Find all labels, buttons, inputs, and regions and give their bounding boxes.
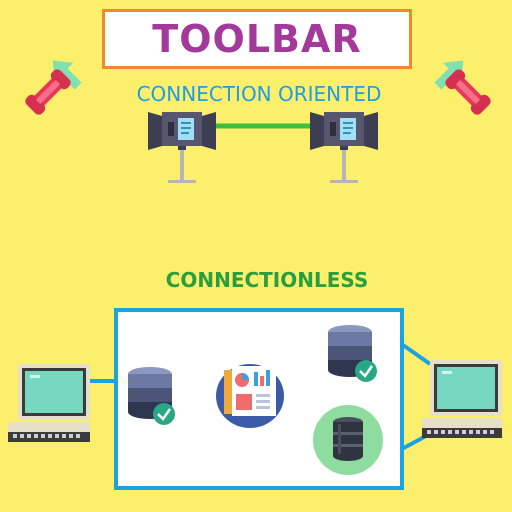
computer-left-icon bbox=[8, 364, 90, 442]
link-right-bottom bbox=[399, 434, 427, 452]
oil-barrel-icon bbox=[313, 405, 383, 475]
report-icon bbox=[216, 364, 284, 428]
phone-booth-left-icon bbox=[148, 112, 216, 183]
connection-oriented-label: CONNECTION ORIENTED bbox=[136, 82, 382, 106]
phone-right-icon bbox=[434, 60, 491, 115]
title-box: TOOLBAR bbox=[102, 9, 412, 69]
connectionless-label: CONNECTIONLESS bbox=[165, 268, 369, 292]
connection-oriented-diagram bbox=[148, 112, 378, 183]
database-check-icon bbox=[328, 325, 377, 382]
title-text: TOOLBAR bbox=[152, 17, 362, 61]
computer-right-icon bbox=[422, 360, 502, 438]
phone-left-icon bbox=[25, 60, 82, 115]
phone-booth-right-icon bbox=[310, 112, 378, 183]
link-right-top bbox=[401, 343, 432, 366]
database-check-icon bbox=[128, 367, 175, 425]
